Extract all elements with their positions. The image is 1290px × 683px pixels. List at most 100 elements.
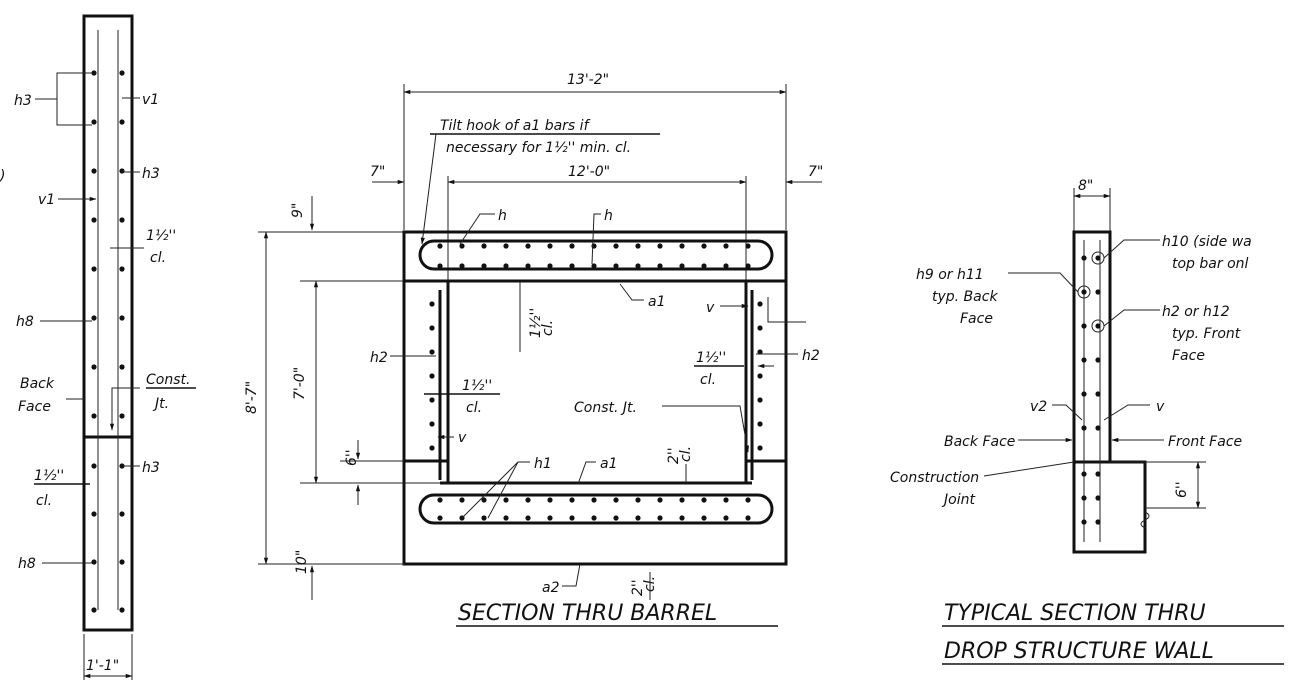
label-const-jt-2: Jt. xyxy=(152,396,169,412)
rebar-dot xyxy=(679,497,685,503)
label-h-right: h xyxy=(604,208,613,224)
label-back-face: Back Face xyxy=(944,434,1015,450)
rebar-dot xyxy=(569,243,575,249)
wall-title-2: DROP STRUCTURE WALL xyxy=(944,639,1214,664)
label-h10-1: h10 (side wa xyxy=(1162,234,1252,250)
rebar-dot xyxy=(657,497,663,503)
rebar-dot xyxy=(91,217,97,223)
label-a2: a2 xyxy=(542,580,560,596)
rebar-dot xyxy=(1095,425,1101,431)
rebar-dot xyxy=(1081,471,1087,477)
label-clear-left-cl: cl. xyxy=(466,400,482,416)
rebar-dot xyxy=(437,497,443,503)
rebar-dot xyxy=(1081,425,1087,431)
rebar-dot xyxy=(613,263,619,269)
rebar-dot xyxy=(1081,357,1087,363)
label-h2-right: h2 xyxy=(802,348,820,364)
rebar-dot xyxy=(1095,519,1101,525)
rebar-dot xyxy=(91,266,97,272)
rebar-dot xyxy=(701,263,707,269)
rebar-dot xyxy=(429,397,435,403)
rebar-dot xyxy=(1095,357,1101,363)
rebar-dot xyxy=(723,497,729,503)
label-v: v xyxy=(1156,399,1165,415)
rebar-dot xyxy=(757,397,763,403)
label-two-in-cl-1: cl. xyxy=(678,446,694,462)
dim-ten-in: 10" xyxy=(294,550,310,574)
rebar-dot xyxy=(119,217,125,223)
bar-a1-top-hook xyxy=(418,239,774,271)
label-v1-right: v1 xyxy=(142,92,159,108)
rebar-dot xyxy=(757,445,763,451)
rebar-dot xyxy=(91,559,97,565)
dim-six-in-wall: 6'' xyxy=(1174,481,1190,498)
label-h1: h1 xyxy=(534,456,552,472)
bar-a2-hook xyxy=(418,493,774,525)
dim-left-7: 7" xyxy=(370,164,385,180)
label-back-face-2: Face xyxy=(18,399,51,415)
rebar-dot xyxy=(757,325,763,331)
rebar-dot xyxy=(481,497,487,503)
label-clear-low: 1½'' xyxy=(34,468,64,484)
label-two-in-1: 2'' xyxy=(666,447,682,464)
rebar-dot xyxy=(1095,255,1101,261)
rebar-dot xyxy=(429,301,435,307)
label-h3-top: h3 xyxy=(14,93,32,109)
rebar-dot xyxy=(91,70,97,76)
rebar-dot xyxy=(119,119,125,125)
rebar-dot xyxy=(459,243,465,249)
rebar-dot xyxy=(119,511,125,517)
rebar-dot xyxy=(481,263,487,269)
rebar-dot xyxy=(119,607,125,613)
rebar-dot xyxy=(525,515,531,521)
rebar-dot xyxy=(657,243,663,249)
rebar-dot xyxy=(745,263,751,269)
rebar-dot xyxy=(91,168,97,174)
rebar-dot xyxy=(657,263,663,269)
rebar-dot xyxy=(437,243,443,249)
rebar-dot xyxy=(745,243,751,249)
rebar-dot xyxy=(679,515,685,521)
h3-bracket xyxy=(56,72,92,126)
rebar-dot xyxy=(429,325,435,331)
label-h3-lower: h3 xyxy=(142,460,160,476)
rebar-dot xyxy=(1095,471,1101,477)
label-front-face: Front Face xyxy=(1168,434,1242,450)
label-h2-2: typ. Front xyxy=(1172,326,1241,342)
rebar-dot xyxy=(1081,391,1087,397)
rebar-dot xyxy=(657,515,663,521)
rebar-dot xyxy=(635,515,641,521)
rebar-dot xyxy=(745,497,751,503)
rebar-dot xyxy=(701,243,707,249)
rebar-dot xyxy=(459,497,465,503)
rebar-dot xyxy=(757,421,763,427)
rebar-dot xyxy=(91,413,97,419)
label-construction-2: Joint xyxy=(941,492,975,508)
break-mark xyxy=(1140,511,1150,529)
dim-overall-height: 8'-7" xyxy=(244,381,260,414)
rebar-dot xyxy=(569,263,575,269)
label-clear-top-1: 1½'' xyxy=(528,308,544,338)
rebar-dot xyxy=(119,315,125,321)
rebar-dot xyxy=(1081,495,1087,501)
dim-inner-width: 12'-0" xyxy=(568,164,610,180)
dim-right-7: 7" xyxy=(808,164,823,180)
label-clear-left-1: 1½'' xyxy=(462,378,492,394)
rebar-dot xyxy=(91,364,97,370)
label-v1-left: v1 xyxy=(38,192,55,208)
label-clear-top: 1½'' xyxy=(146,228,176,244)
rebar-dot xyxy=(119,266,125,272)
label-clear-right-cl: cl. xyxy=(700,372,716,388)
dim-overall-width: 13'-2" xyxy=(567,72,609,88)
rebar-dot xyxy=(1081,289,1087,295)
note-tilt-1: Tilt hook of a1 bars if xyxy=(440,118,591,134)
rebar-dot xyxy=(569,515,575,521)
label-h2-1: h2 or h12 xyxy=(1162,304,1230,320)
rebar-dot xyxy=(1081,255,1087,261)
barrel-outline xyxy=(402,230,788,566)
rebar-dot xyxy=(547,515,553,521)
label-clear-top-cl: cl. xyxy=(540,320,556,336)
label-back-face-1: Back xyxy=(20,376,55,392)
rebar-dot xyxy=(679,263,685,269)
rebar-dot xyxy=(547,497,553,503)
